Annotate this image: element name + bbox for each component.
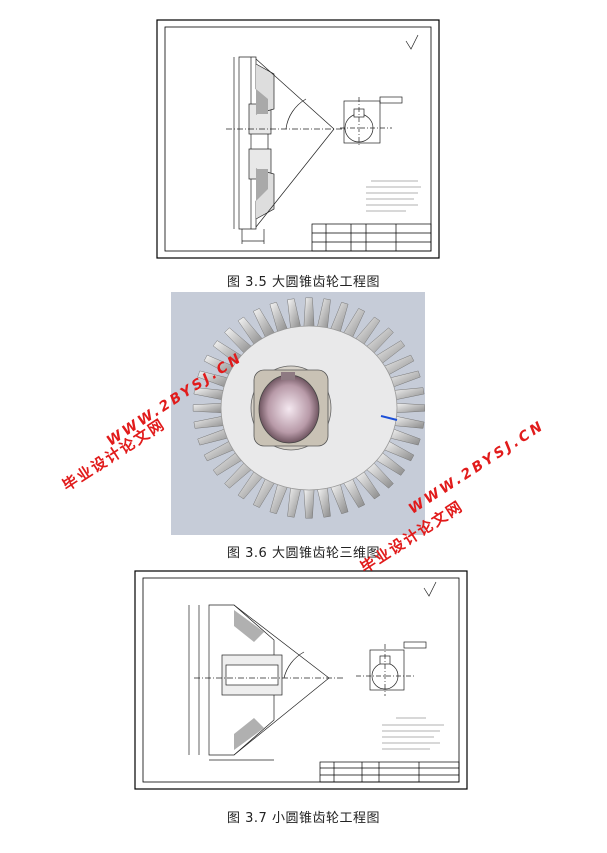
large-gear-3d-render (171, 292, 426, 535)
gear-tooth (303, 489, 315, 519)
gear-tooth (269, 483, 288, 515)
watermark-left: 毕业设计论文网 (58, 413, 169, 495)
gear-tooth (287, 487, 301, 518)
gear-tooth (317, 487, 331, 518)
figure-caption-3-5: 图 3.5 大圆锥齿轮工程图 (227, 275, 380, 290)
watermark-right-url: WWW.2BYSJ.CN (406, 417, 548, 517)
gear-tooth (392, 415, 425, 429)
gear-tooth (303, 297, 315, 327)
figure-caption-3-6: 图 3.6 大圆锥齿轮三维图 (227, 546, 380, 561)
gear-tooth (392, 387, 425, 401)
gear-render-graphic (192, 297, 426, 519)
gear-tooth (317, 298, 331, 329)
watermark-cn: 毕业设计论文网 (59, 414, 169, 495)
gear-tooth (394, 402, 426, 414)
gear-tooth (192, 402, 224, 414)
gear-tooth (269, 301, 288, 333)
gear-tooth (330, 301, 349, 333)
gear-tooth (193, 415, 226, 429)
gear-tooth (287, 298, 301, 329)
large-gear-drawing (156, 19, 440, 259)
gear-tooth (330, 483, 349, 515)
small-gear-drawing (134, 570, 468, 790)
watermark-en: WWW.2BYSJ.CN (406, 417, 548, 518)
figure-caption-3-7: 图 3.7 小圆锥齿轮工程图 (227, 811, 380, 826)
